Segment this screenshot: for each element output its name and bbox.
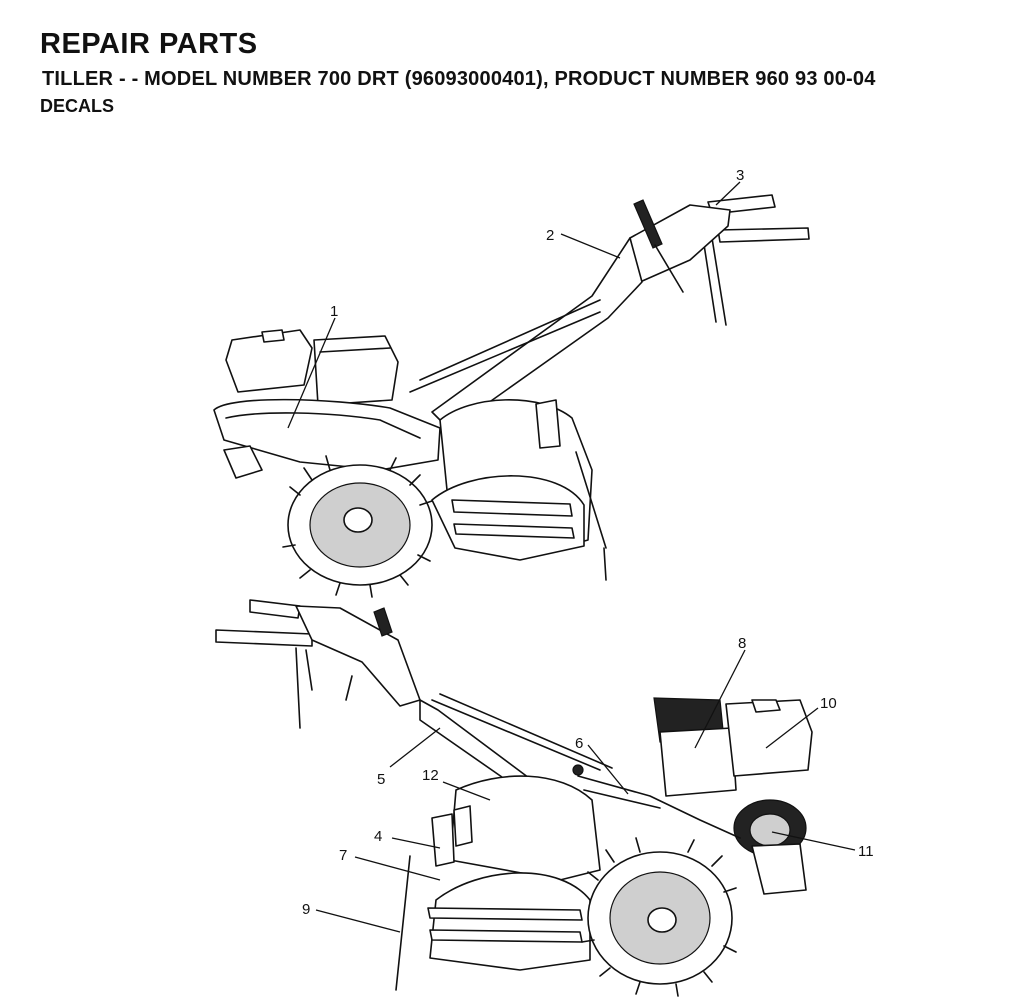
callout-12: 12: [422, 767, 439, 784]
callout-numbers: 1 2 3 4 5 6 7 8 9 10 11 12: [302, 167, 874, 918]
callout-8: 8: [738, 635, 746, 652]
callout-1: 1: [330, 303, 338, 320]
model-subtitle: TILLER - - MODEL NUMBER 700 DRT (9609300…: [42, 68, 876, 90]
callout-4: 4: [374, 828, 382, 845]
callout-7: 7: [339, 847, 347, 864]
callout-3: 3: [736, 167, 744, 184]
callout-11: 11: [858, 843, 874, 860]
tiller-upper-view: [213, 194, 810, 598]
callout-6: 6: [575, 735, 583, 752]
callout-9: 9: [302, 901, 310, 918]
page-title: REPAIR PARTS: [40, 28, 258, 60]
callout-5: 5: [377, 771, 385, 788]
section-heading: DECALS: [40, 96, 115, 116]
tiller-lower-view: [215, 599, 813, 997]
callout-10: 10: [820, 695, 837, 712]
leader-lines: [287, 181, 856, 933]
callout-2: 2: [546, 227, 554, 244]
